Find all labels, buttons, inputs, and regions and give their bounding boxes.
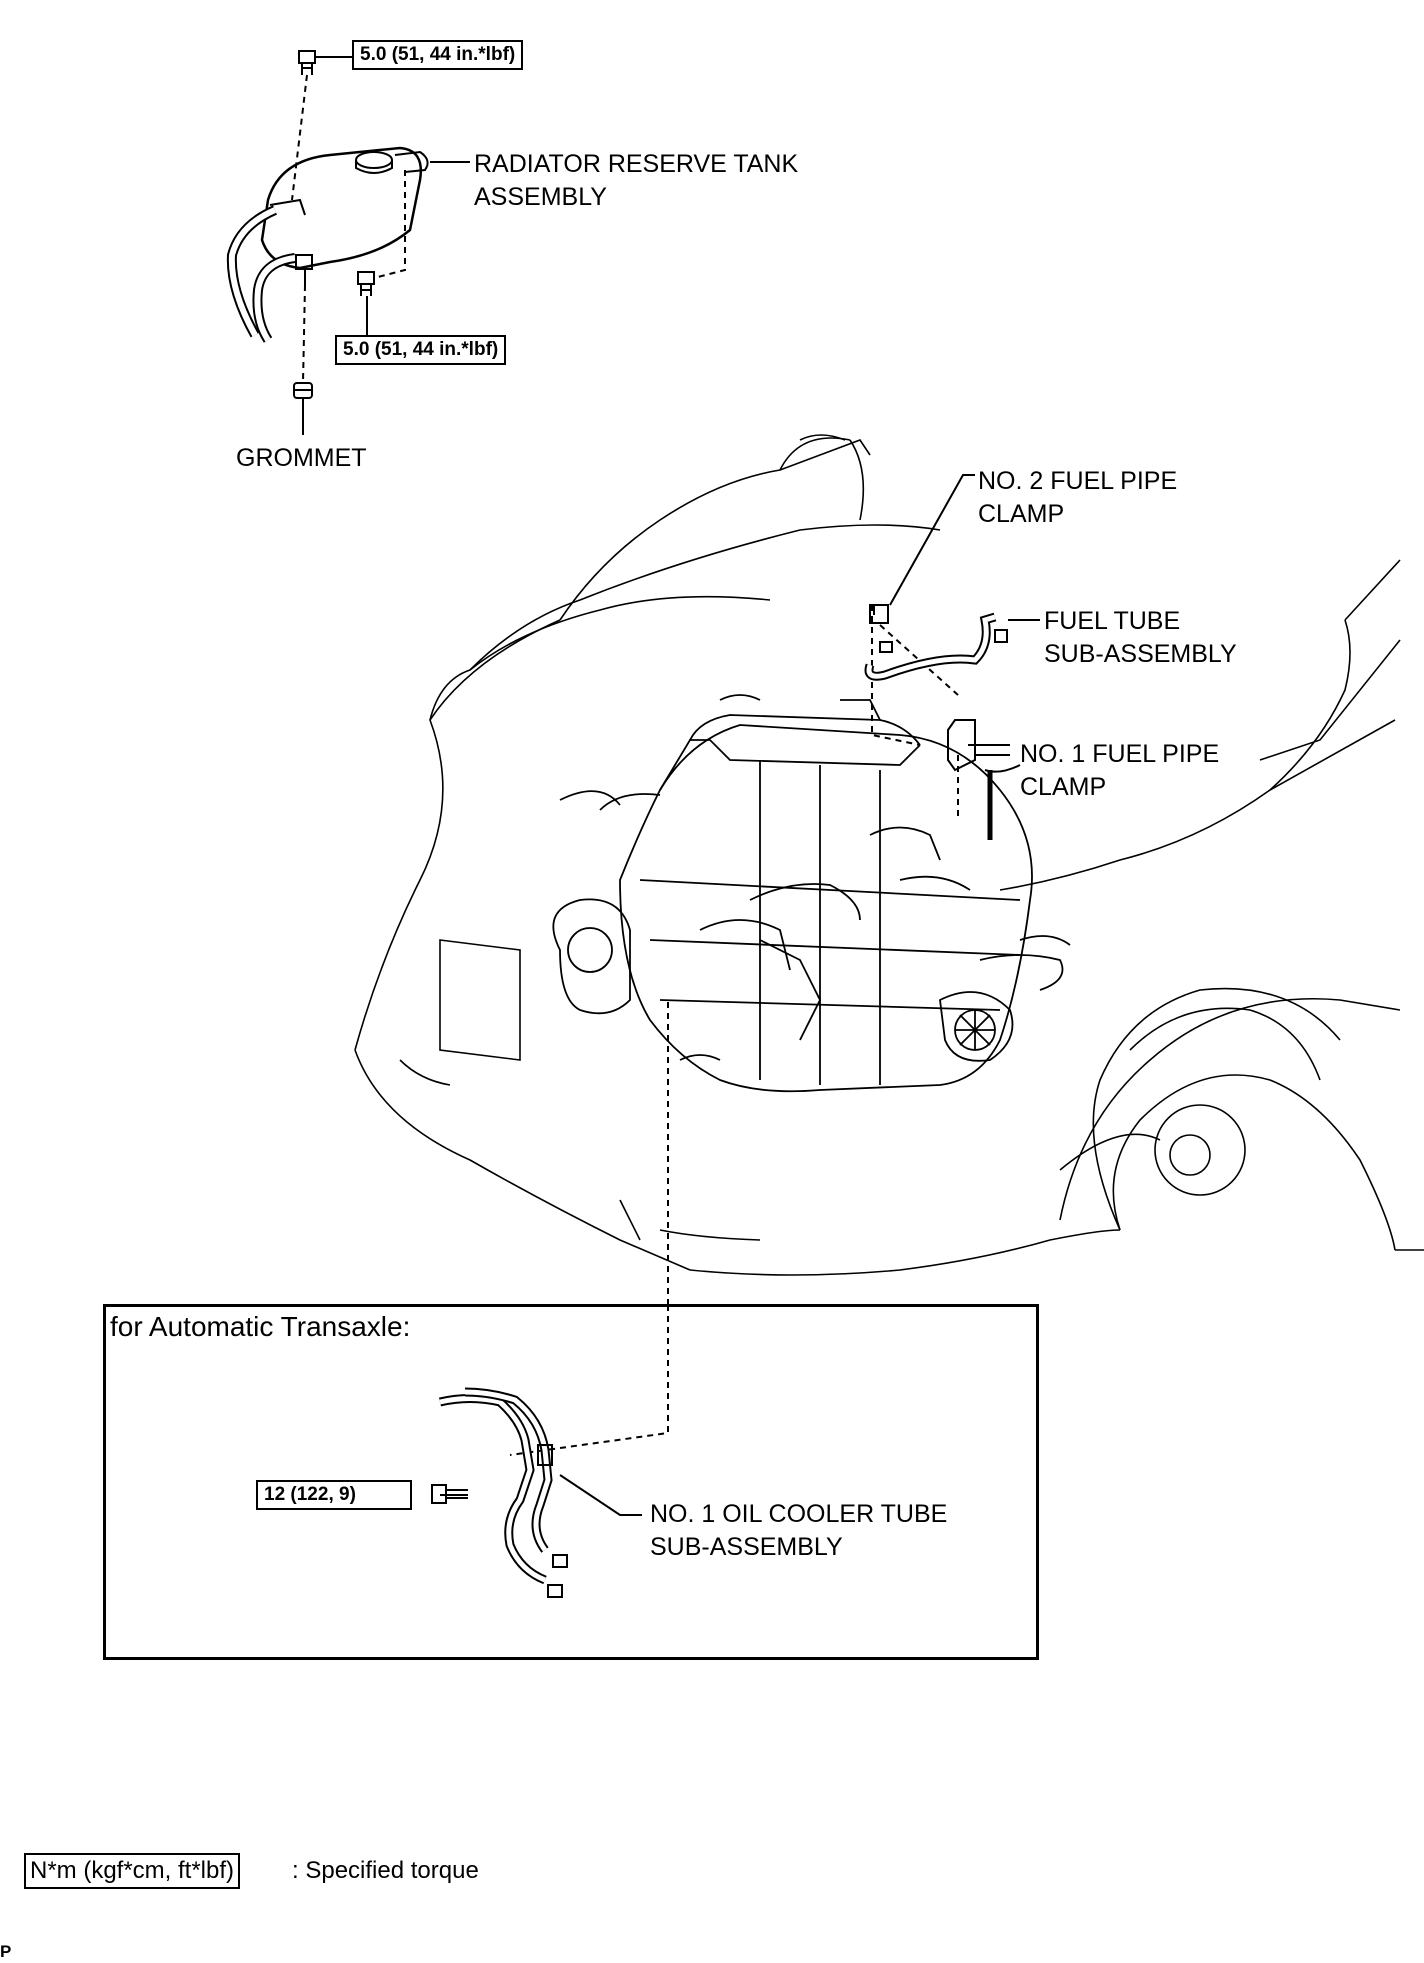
no2-fuel-pipe-clamp-icon	[869, 604, 889, 624]
torque-spec-side-bolt: 5.0 (51, 44 in.*lbf)	[335, 335, 507, 365]
assembly-lines	[291, 74, 959, 1456]
label-grommet: GROMMET	[236, 444, 367, 472]
no1-fuel-pipe-clamp-icon	[947, 719, 993, 840]
grommet-icon	[293, 382, 313, 399]
fuel-tube-sub-assembly	[864, 612, 1008, 681]
bolt-icon	[431, 1484, 468, 1504]
torque-spec-top-bolt: 5.0 (51, 44 in.*lbf)	[352, 40, 524, 70]
bolt-icon	[298, 50, 316, 75]
label-fuel-tube-sub-assembly: FUEL TUBE SUB-ASSEMBLY	[1044, 607, 1237, 668]
legend-torque-units: N*m (kgf*cm, ft*lbf)	[24, 1853, 241, 1889]
label-no1-fuel-pipe-clamp: NO. 1 FUEL PIPE CLAMP	[1020, 740, 1220, 801]
legend-description: : Specified torque	[292, 1857, 479, 1884]
inset-title: for Automatic Transaxle:	[110, 1311, 411, 1342]
vehicle-body	[354, 434, 1424, 1276]
label-radiator-reserve-tank: RADIATOR RESERVE TANK ASSEMBLY	[474, 150, 799, 211]
label-oil-cooler-tube-sub-assembly: NO. 1 OIL COOLER TUBE SUB-ASSEMBLY	[650, 1500, 948, 1561]
corner-mark: P	[0, 1942, 12, 1961]
label-no2-fuel-pipe-clamp: NO. 2 FUEL PIPE CLAMP	[978, 467, 1178, 528]
engine-assembly	[552, 694, 1071, 1093]
inset-automatic-transaxle: for Automatic Transaxle:	[103, 1304, 1039, 1660]
bolt-icon	[357, 271, 375, 296]
leader-lines	[302, 56, 1040, 1516]
torque-spec-oil-cooler-bolt: 12 (122, 9)	[256, 1480, 412, 1510]
oil-cooler-tube-sub-assembly	[438, 1387, 568, 1598]
radiator-reserve-tank	[226, 146, 429, 343]
